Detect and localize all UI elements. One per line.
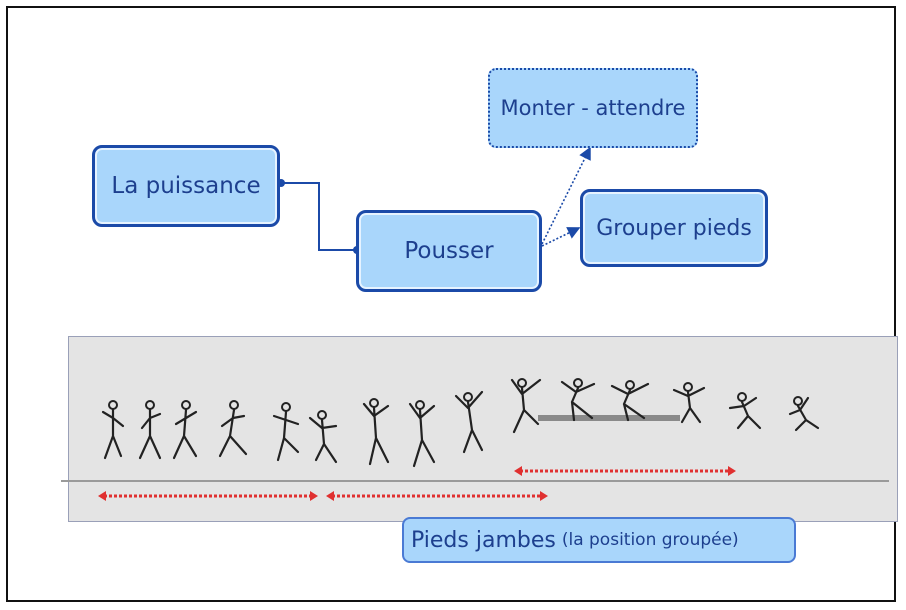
caption-pieds-jambes: Pieds jambes (la position groupée) (402, 517, 796, 563)
stick-figure-icon (272, 402, 300, 462)
slide-frame (6, 6, 898, 602)
stick-figure-icon (408, 400, 436, 468)
arrow-pousser-grouper (541, 227, 581, 247)
stick-figure-icon (308, 410, 338, 464)
stick-figure-icon (101, 400, 125, 460)
stick-figure-icon (610, 380, 650, 422)
caption-main: Pieds jambes (411, 527, 556, 553)
node-monter-attendre: Monter - attendre (488, 68, 698, 148)
caption-sub: (la position groupée) (561, 530, 739, 550)
stick-figure-icon (788, 396, 820, 432)
stick-figure-icon (172, 400, 198, 460)
stick-figure-sequence (101, 378, 820, 468)
stick-figure-icon (138, 400, 162, 460)
arrow-pousser-monter (541, 146, 591, 245)
stick-figure-icon (560, 378, 596, 422)
stick-figure-icon (218, 400, 248, 458)
node-la-puissance: La puissance (92, 145, 280, 227)
node-pousser: Pousser (356, 210, 542, 292)
phase-arrows (98, 466, 736, 501)
connector-puissance-pousser (281, 182, 357, 251)
stick-figure-icon (510, 378, 542, 434)
stick-figure-icon (454, 390, 484, 454)
double-arrow-icon (98, 491, 318, 501)
stick-figure-icon (728, 392, 762, 430)
double-arrow-icon (326, 491, 548, 501)
node-grouper-pieds: Grouper pieds (580, 189, 768, 267)
stick-figure-icon (672, 382, 706, 424)
double-arrow-icon (514, 466, 736, 476)
stick-figure-icon (362, 398, 390, 466)
